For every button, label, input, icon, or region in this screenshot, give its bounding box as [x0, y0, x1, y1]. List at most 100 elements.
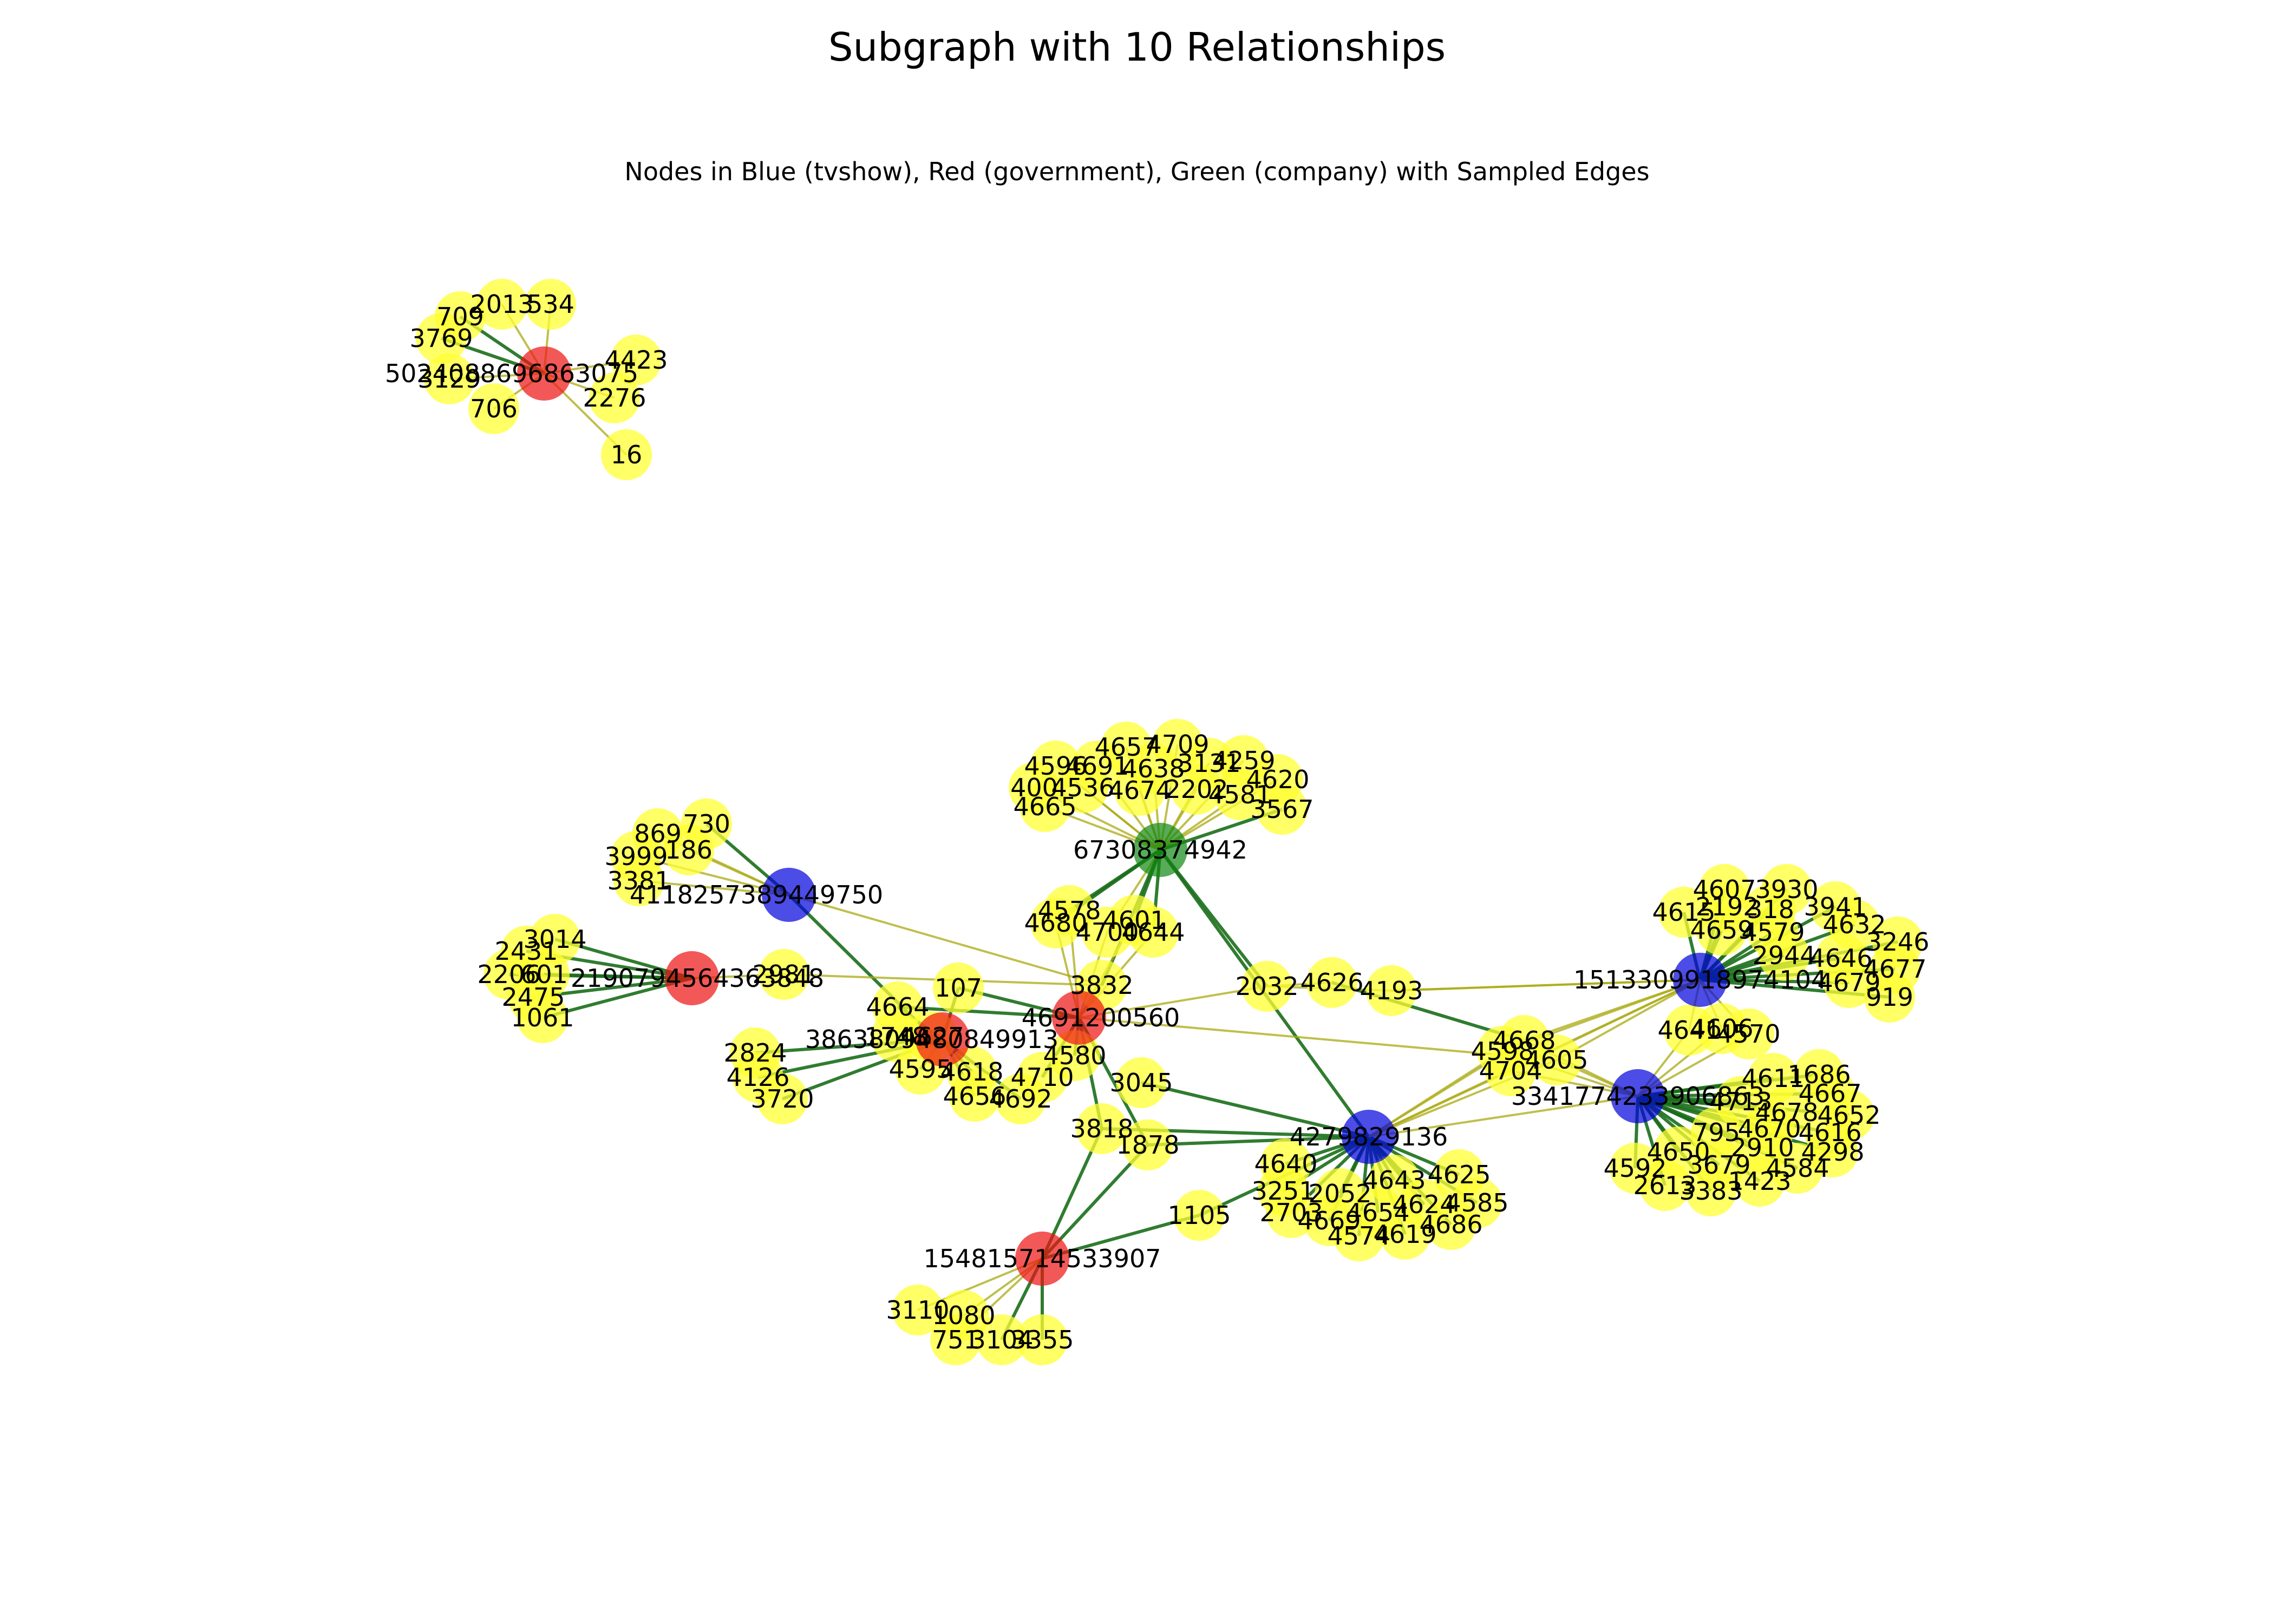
node-label: 919 — [1866, 983, 1913, 1012]
graph-node[interactable] — [1241, 961, 1292, 1012]
node-label: 4626 — [1300, 968, 1363, 997]
node-label: 4668 — [1492, 1026, 1556, 1055]
graph-node-tvshow[interactable] — [762, 868, 816, 922]
node-label: 4259 — [1212, 746, 1275, 775]
graph-node-government[interactable] — [916, 1012, 970, 1066]
node-label: 4615 — [1652, 898, 1715, 927]
graph-node[interactable] — [1531, 1034, 1582, 1085]
graph-node[interactable] — [1128, 907, 1179, 958]
node-label: 4665 — [1013, 792, 1076, 821]
graph-node-tvshow[interactable] — [1611, 1069, 1665, 1123]
graph-node[interactable] — [1082, 907, 1133, 958]
graph-node[interactable] — [1334, 1210, 1384, 1261]
graph-node[interactable] — [1426, 1199, 1476, 1250]
graph-node-government[interactable] — [665, 951, 719, 1005]
graph-node[interactable] — [1723, 1009, 1774, 1059]
graph-node[interactable] — [476, 279, 527, 330]
graph-node[interactable] — [1759, 930, 1809, 981]
graph-node[interactable] — [1116, 1057, 1167, 1108]
graph-node[interactable] — [1734, 1156, 1785, 1207]
graph-node-tvshow[interactable] — [1342, 1110, 1396, 1164]
graph-node-government[interactable] — [517, 346, 571, 401]
node-label: 2613 — [1633, 1171, 1696, 1200]
graph-node[interactable] — [468, 383, 519, 434]
graph-node-government[interactable] — [1015, 1232, 1069, 1286]
node-label: 4670 — [1737, 1114, 1801, 1143]
graph-node[interactable] — [525, 279, 576, 330]
node-label: 4570 — [1717, 1019, 1780, 1049]
graph-node-government[interactable] — [1052, 991, 1106, 1045]
graph-node[interactable] — [1380, 1209, 1430, 1260]
graph-node[interactable] — [1076, 1103, 1127, 1154]
graph-node[interactable] — [1658, 887, 1709, 938]
node-label: 4709 — [1146, 730, 1209, 759]
graph-node[interactable] — [1257, 784, 1308, 835]
node-label: 4710 — [1010, 1063, 1074, 1092]
node-label: 5024088696863075 — [385, 359, 638, 388]
graph-node[interactable] — [517, 992, 568, 1043]
graph-node[interactable] — [1864, 972, 1915, 1023]
node-label: 186 — [665, 835, 713, 865]
node-label: 601 — [520, 960, 568, 989]
graph-node[interactable] — [976, 1314, 1027, 1365]
graph-node[interactable] — [930, 1314, 981, 1365]
graph-node[interactable] — [1485, 1045, 1536, 1096]
node-label: 4595 — [888, 1055, 952, 1084]
node-label: 3818 — [1070, 1114, 1133, 1143]
graph-node[interactable] — [589, 372, 640, 423]
node-label: 4669 — [1297, 1206, 1361, 1235]
node-label: 4652 — [1817, 1101, 1880, 1130]
node-label: 4678 — [1755, 1098, 1818, 1127]
graph-node[interactable] — [416, 313, 467, 364]
graph-node[interactable] — [933, 962, 984, 1013]
node-label: 4574 — [1327, 1221, 1390, 1250]
node-label: 318 — [1747, 895, 1794, 924]
graph-node[interactable] — [601, 429, 652, 480]
graph-node[interactable] — [1366, 965, 1417, 1016]
graph-node-company[interactable] — [1133, 823, 1187, 877]
graph-node[interactable] — [1306, 957, 1357, 1008]
graph-node[interactable] — [424, 353, 475, 404]
graph-node[interactable] — [663, 824, 714, 875]
graph-node[interactable] — [1696, 905, 1747, 955]
graph-node[interactable] — [1266, 1187, 1317, 1238]
graph-node[interactable] — [1020, 781, 1070, 832]
graph-node[interactable] — [1214, 769, 1265, 820]
graph-node[interactable] — [1824, 957, 1874, 1008]
node-label: 3679 — [1687, 1150, 1750, 1180]
node-label: 4584 — [1766, 1154, 1829, 1183]
graph-node[interactable] — [892, 1285, 943, 1335]
graph-node[interactable] — [757, 1073, 808, 1124]
node-label: 4616 — [1798, 1118, 1861, 1147]
node-label: 3355 — [1010, 1325, 1074, 1354]
graph-node[interactable] — [1114, 765, 1165, 816]
node-label: 2981 — [752, 960, 815, 989]
graph-node[interactable] — [613, 855, 664, 906]
node-label: 4659 — [1690, 915, 1753, 945]
label-layer: 5024088696863075411825738944975021907945… — [385, 290, 1930, 1354]
node-label: 4654 — [1346, 1198, 1409, 1227]
graph-node[interactable] — [995, 1073, 1046, 1124]
graph-node[interactable] — [1057, 762, 1108, 813]
node-label: 4605 — [1525, 1045, 1588, 1075]
node-label: 730 — [683, 809, 730, 839]
graph-node[interactable] — [1171, 764, 1222, 815]
graph-edge — [1042, 1214, 1200, 1260]
node-label: 869 — [634, 819, 682, 848]
node-label: 2190794564363848 — [571, 964, 824, 993]
graph-node[interactable] — [1122, 1119, 1173, 1170]
node-label: 2276 — [583, 383, 646, 412]
node-label: 4126 — [726, 1063, 789, 1092]
node-label: 3104 — [970, 1325, 1033, 1354]
graph-node[interactable] — [1030, 898, 1081, 948]
graph-node-tvshow[interactable] — [1673, 953, 1727, 1007]
graph-node[interactable] — [611, 335, 662, 385]
node-label: 2052 — [1308, 1179, 1371, 1208]
graph-node[interactable] — [1639, 1160, 1690, 1211]
graph-node[interactable] — [1685, 1165, 1736, 1216]
graph-node[interactable] — [759, 949, 809, 1000]
node-label: 4667 — [1798, 1079, 1861, 1108]
graph-node[interactable] — [1174, 1190, 1225, 1241]
graph-node[interactable] — [949, 1071, 1000, 1122]
graph-node[interactable] — [1017, 1314, 1068, 1365]
